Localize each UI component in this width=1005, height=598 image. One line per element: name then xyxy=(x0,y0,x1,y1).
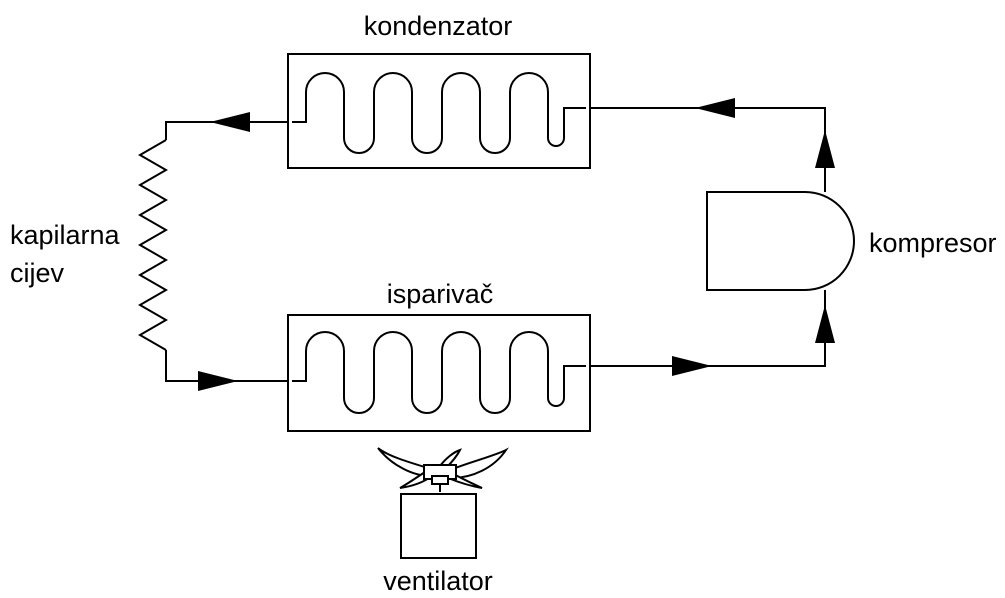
flow-arrow-up-compressor-out xyxy=(815,130,835,168)
flow-arrow-up-compressor-in xyxy=(815,305,835,343)
pipe-evaporator-to-compressor xyxy=(590,290,826,367)
fan-motor-box xyxy=(400,493,477,559)
compressor-label: kompresor xyxy=(869,228,997,258)
pipe-capillary-to-evaporator xyxy=(165,350,288,382)
fan-label: ventilator xyxy=(383,566,493,596)
capillary-tube-label-line2: cijev xyxy=(10,258,65,288)
flow-arrow-left-condenser-in xyxy=(695,98,735,118)
evaporator-box xyxy=(287,314,591,432)
compressor-symbol xyxy=(706,191,855,291)
flow-arrow-left-condenser-out xyxy=(210,112,250,132)
pipe-compressor-to-condenser xyxy=(590,107,826,192)
fan-icon xyxy=(377,447,509,492)
condenser-label: kondenzator xyxy=(364,11,513,41)
capillary-tube-label-line1: kapilarna xyxy=(10,220,121,250)
capillary-tube-zigzag xyxy=(137,139,169,351)
flow-arrow-right-evaporator-in xyxy=(198,371,238,391)
evaporator-coil xyxy=(292,331,586,414)
evaporator-label: isparivač xyxy=(387,279,494,309)
flow-arrow-right-evaporator-out xyxy=(672,356,712,376)
condenser-box xyxy=(287,53,591,169)
condenser-coil xyxy=(292,72,586,154)
